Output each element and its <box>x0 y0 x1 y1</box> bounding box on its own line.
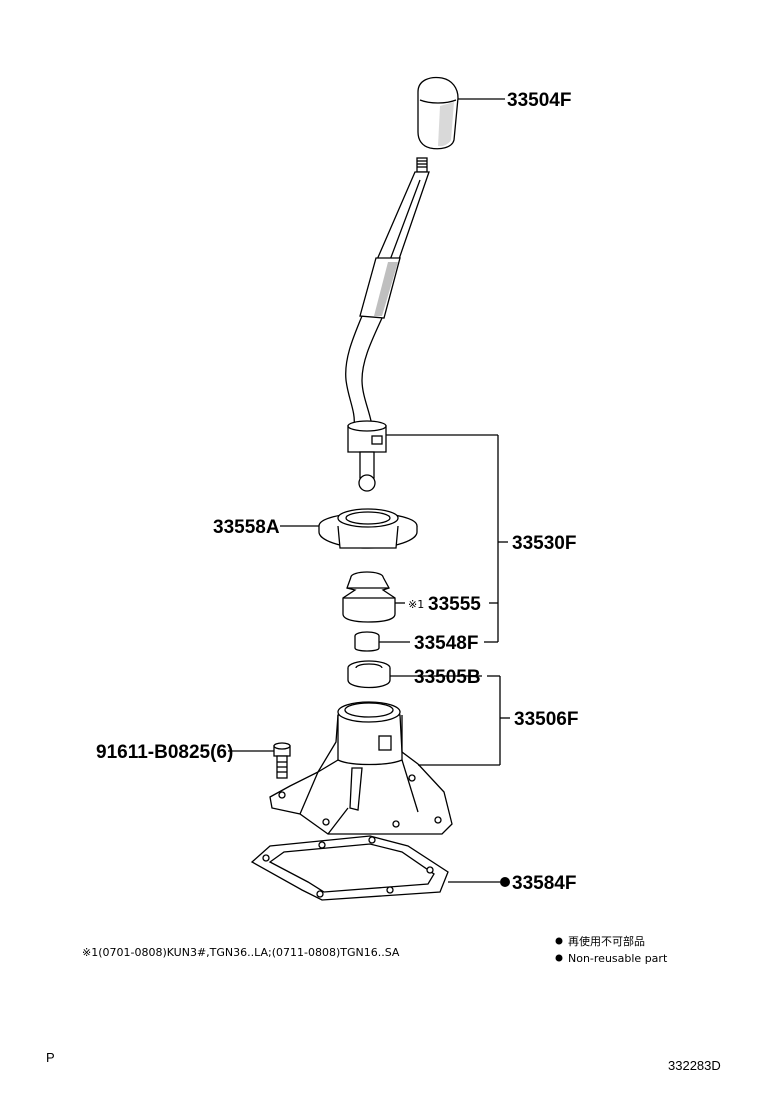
shift-knob <box>417 76 459 150</box>
bushing <box>354 631 380 652</box>
housing <box>269 701 453 835</box>
bracket-lever-assy <box>386 434 508 643</box>
label-bushing: 33548F <box>414 633 478 654</box>
seat <box>347 660 391 689</box>
corner-right: 332283D <box>668 1058 721 1073</box>
footnote: ※1(0701-0808)KUN3#,TGN36..LA;(0711-0808)… <box>82 946 400 959</box>
label-boot-mark: ※1 <box>408 598 424 611</box>
legend-en: Non-reusable part <box>568 952 668 965</box>
label-knob: 33504F <box>507 90 571 111</box>
legend-jp: 再使用不可部品 <box>568 934 645 948</box>
bracket-housing <box>418 675 510 766</box>
label-gasket: 33584F <box>512 873 576 894</box>
non-reusable-marker <box>500 877 510 887</box>
shift-lever <box>345 157 430 492</box>
legend-dot-en <box>555 954 563 962</box>
label-retainer: 33558A <box>213 517 280 538</box>
label-boot: 33555 <box>428 594 481 615</box>
label-seat: 33505B <box>414 667 481 688</box>
boot <box>342 571 396 623</box>
corner-left: P <box>46 1050 55 1065</box>
label-housing: 33506F <box>514 709 578 730</box>
gasket <box>250 835 449 901</box>
label-lever-assy: 33530F <box>512 533 576 554</box>
bolt <box>273 742 291 779</box>
legend-dot-jp <box>555 937 563 945</box>
label-bolt: 91611-B0825(6) <box>96 742 233 763</box>
retainer <box>318 508 418 549</box>
